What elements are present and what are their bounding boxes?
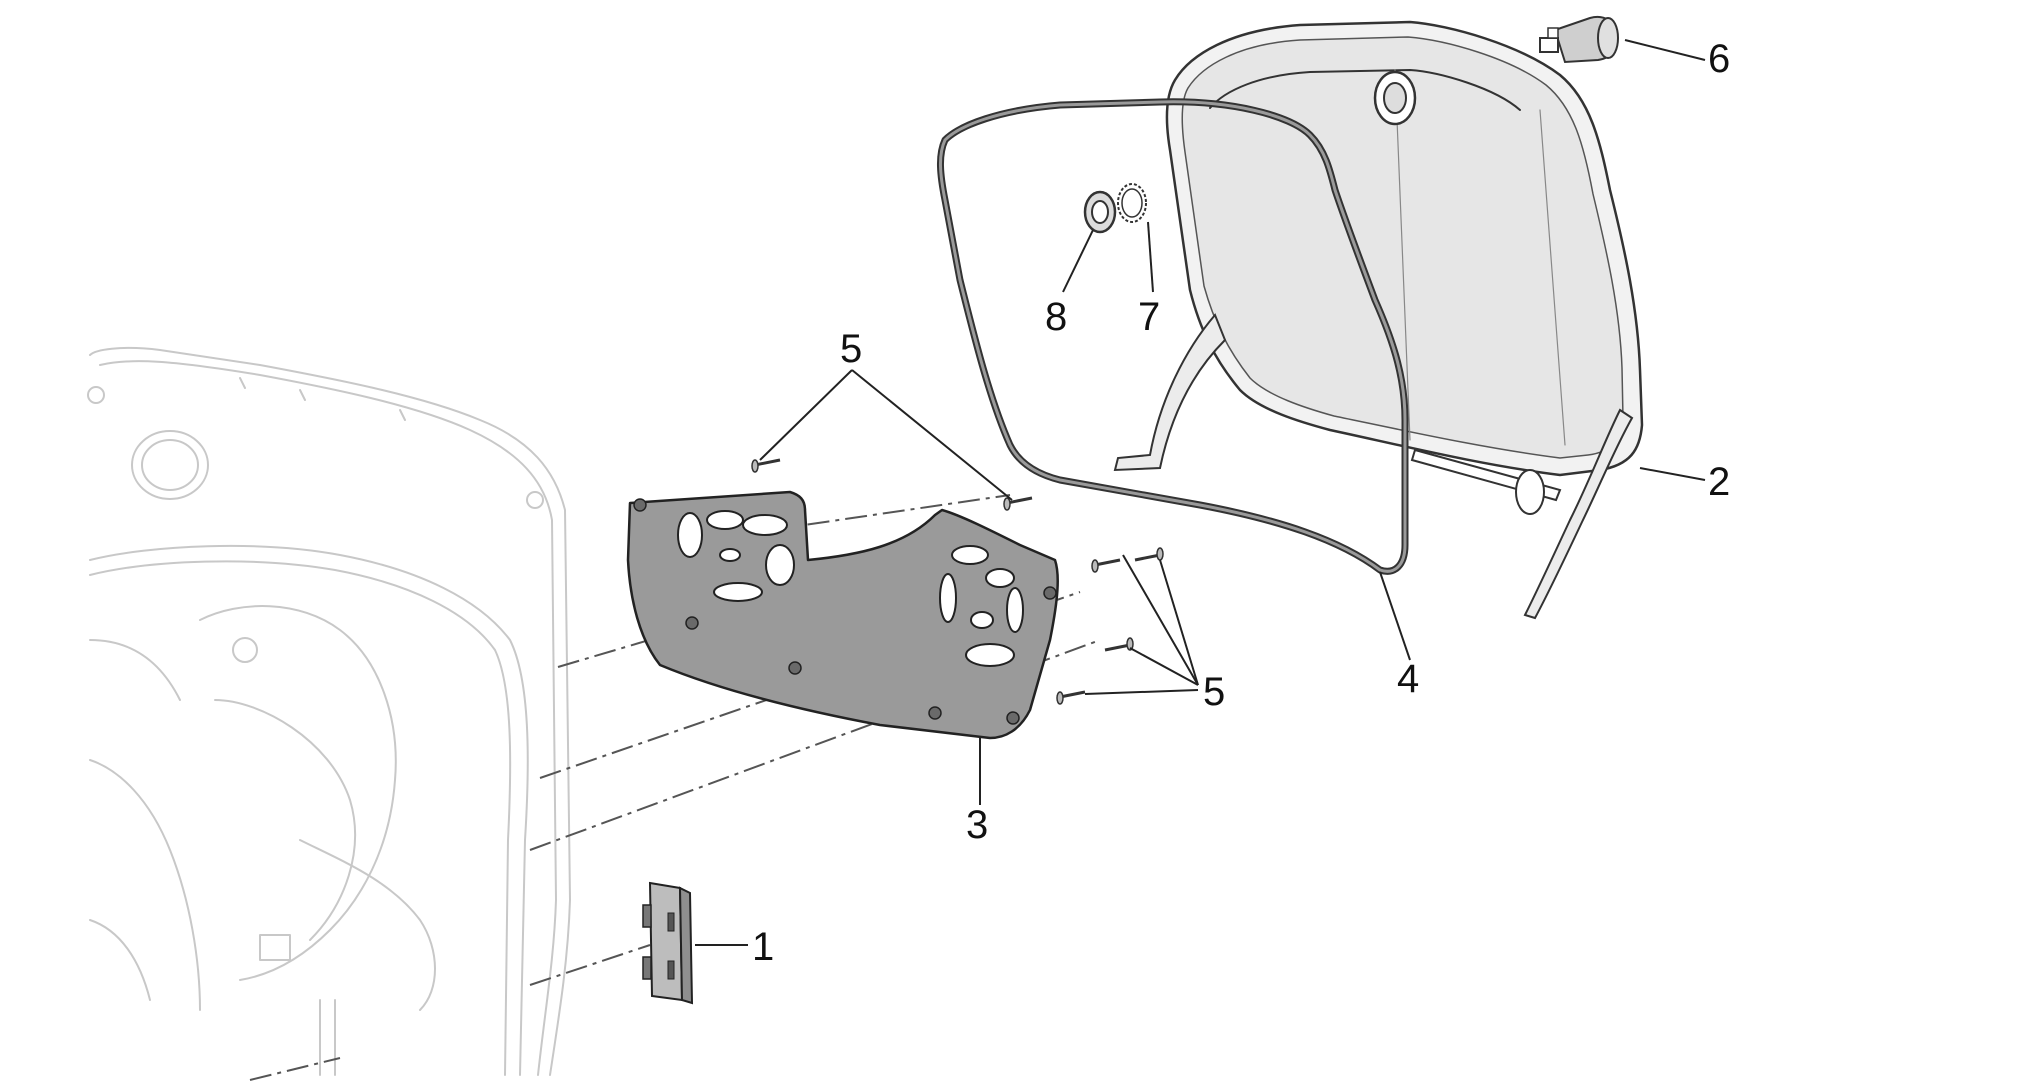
part-2-glovebox-door (1113, 20, 1644, 620)
callout-7: 7 (1138, 295, 1160, 339)
part-3-inner-plate (626, 490, 1059, 740)
screw-icon (1134, 547, 1164, 562)
callout-3: 3 (966, 803, 988, 847)
callout-6: 6 (1708, 37, 1730, 81)
screw-icon (1056, 690, 1086, 705)
screw-icon (1091, 558, 1121, 573)
part-7-retaining-ring (1117, 183, 1147, 223)
part-4-gasket-seal (937, 98, 1409, 575)
screw-icon (1104, 637, 1134, 652)
leader-lines (695, 39, 1706, 946)
screw-icon (751, 458, 781, 473)
callout-5-upper: 5 (840, 327, 862, 371)
part-8-washer (1083, 190, 1117, 234)
callout-8: 8 (1045, 295, 1067, 339)
scooter-body-ghost (87, 346, 571, 1076)
callout-5-lower: 5 (1203, 670, 1225, 714)
part-5-screws (751, 458, 1164, 705)
callout-1: 1 (752, 925, 774, 969)
callout-2: 2 (1708, 460, 1730, 504)
part-1-clip (642, 881, 694, 1005)
callout-labels: 1 2 3 4 5 5 6 7 8 (752, 37, 1730, 969)
part-6-lock-cylinder (1539, 16, 1619, 64)
callout-4: 4 (1397, 657, 1419, 701)
screw-icon (1003, 496, 1033, 511)
